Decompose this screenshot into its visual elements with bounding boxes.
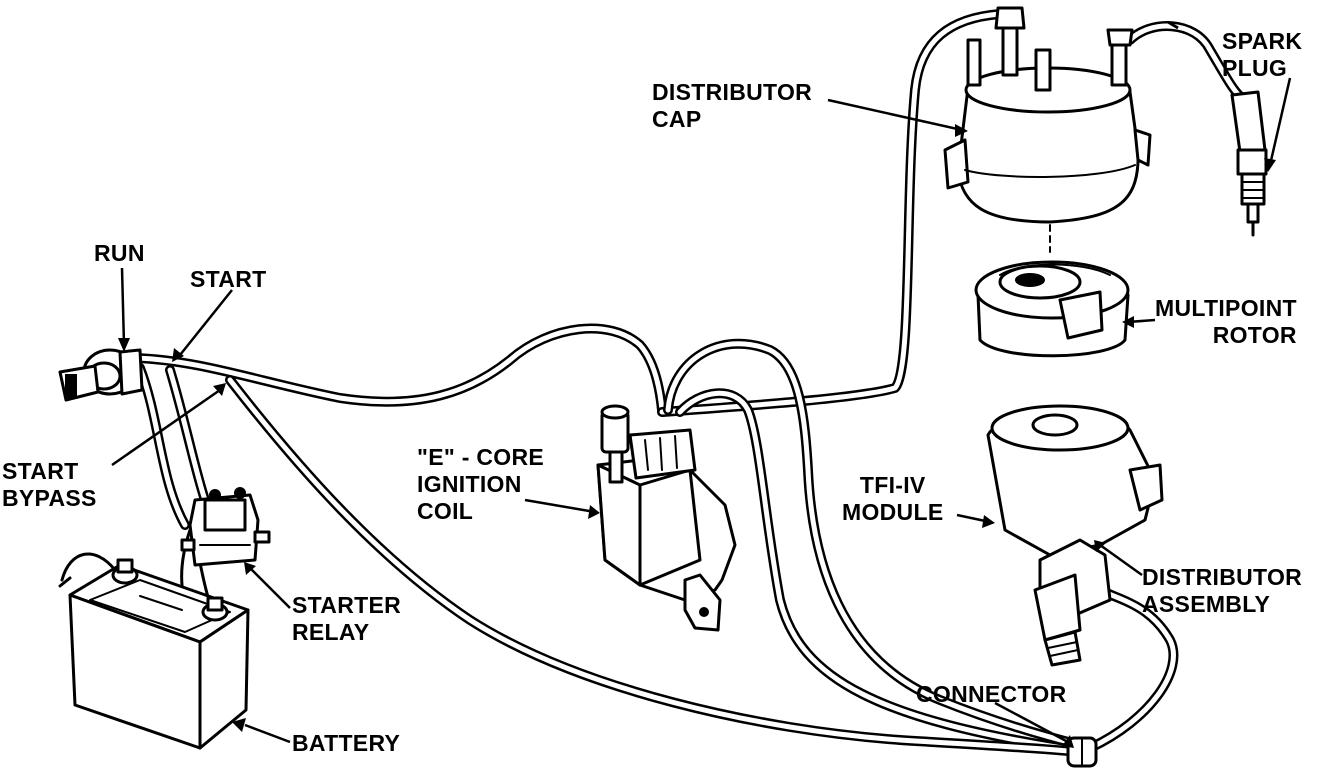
spark-plug [1230, 90, 1268, 237]
label-distributor-assembly-line1: DISTRIBUTOR [1142, 564, 1303, 590]
label-distributor-cap-line2: CAP [652, 106, 702, 132]
label-distributor-assembly-line2: ASSEMBLY [1142, 591, 1271, 617]
connector [1066, 736, 1098, 768]
label-run-text: RUN [94, 240, 145, 266]
label-starter-relay-line1: STARTER [292, 592, 402, 618]
label-start-text: START [190, 266, 267, 292]
leader-start-bypass [111, 388, 221, 467]
label-ignition-coil-line3: COIL [417, 498, 474, 524]
label-distributor-cap-line1: DISTRIBUTOR [652, 79, 813, 105]
label-connector-text: CONNECTOR [916, 681, 1067, 707]
leader-spark-plug [1268, 77, 1292, 166]
leader-lines [111, 77, 1292, 748]
label-starter-relay-line2: RELAY [292, 619, 370, 645]
label-run: RUN [94, 240, 145, 267]
label-starter-relay: STARTER RELAY [292, 592, 401, 646]
leader-distributor-assembly [1099, 543, 1143, 577]
label-tfi-iv-module-line1: TFI-IV [859, 472, 926, 498]
leader-battery [244, 723, 291, 744]
label-multipoint-rotor: MULTIPOINT ROTOR [1155, 295, 1297, 349]
label-ignition-coil-line2: IGNITION [417, 471, 522, 497]
label-battery: BATTERY [292, 730, 400, 757]
label-start-bypass-line2: BYPASS [2, 485, 97, 511]
distributor-assembly [986, 404, 1164, 667]
label-tfi-iv-module-line2: MODULE [842, 499, 944, 525]
ignition-coil [596, 404, 737, 632]
label-connector: CONNECTOR [916, 681, 1067, 708]
battery [68, 558, 250, 750]
label-tfi-iv-module: TFI-IV MODULE [842, 472, 943, 526]
distributor-cap [943, 6, 1152, 253]
label-start: START [190, 266, 266, 293]
label-spark-plug-line2: PLUG [1222, 55, 1288, 81]
label-ignition-coil-line1: "E" - CORE [417, 444, 545, 470]
label-start-bypass: START BYPASS [2, 458, 97, 512]
label-spark-plug-line1: SPARK [1222, 28, 1303, 54]
leader-start [179, 289, 233, 356]
leader-starter-relay [249, 567, 291, 609]
multipoint-rotor [974, 260, 1130, 358]
label-distributor-assembly: DISTRIBUTOR ASSEMBLY [1142, 564, 1302, 618]
leader-ignition-coil [524, 498, 596, 514]
label-multipoint-rotor-line1: MULTIPOINT [1155, 295, 1297, 321]
leader-distributor-cap [827, 98, 963, 132]
label-ignition-coil: "E" - CORE IGNITION COIL [417, 444, 544, 525]
starter-relay [180, 487, 271, 567]
label-spark-plug: SPARK PLUG [1222, 28, 1302, 82]
label-distributor-cap: DISTRIBUTOR CAP [652, 79, 812, 133]
label-multipoint-rotor-line2: ROTOR [1212, 322, 1297, 348]
leader-connector [994, 701, 1069, 744]
leader-run [120, 267, 126, 346]
ignition-switch [58, 348, 144, 402]
label-start-bypass-line1: START [2, 458, 79, 484]
label-battery-text: BATTERY [292, 730, 401, 756]
wiring-harness [58, 9, 1250, 757]
